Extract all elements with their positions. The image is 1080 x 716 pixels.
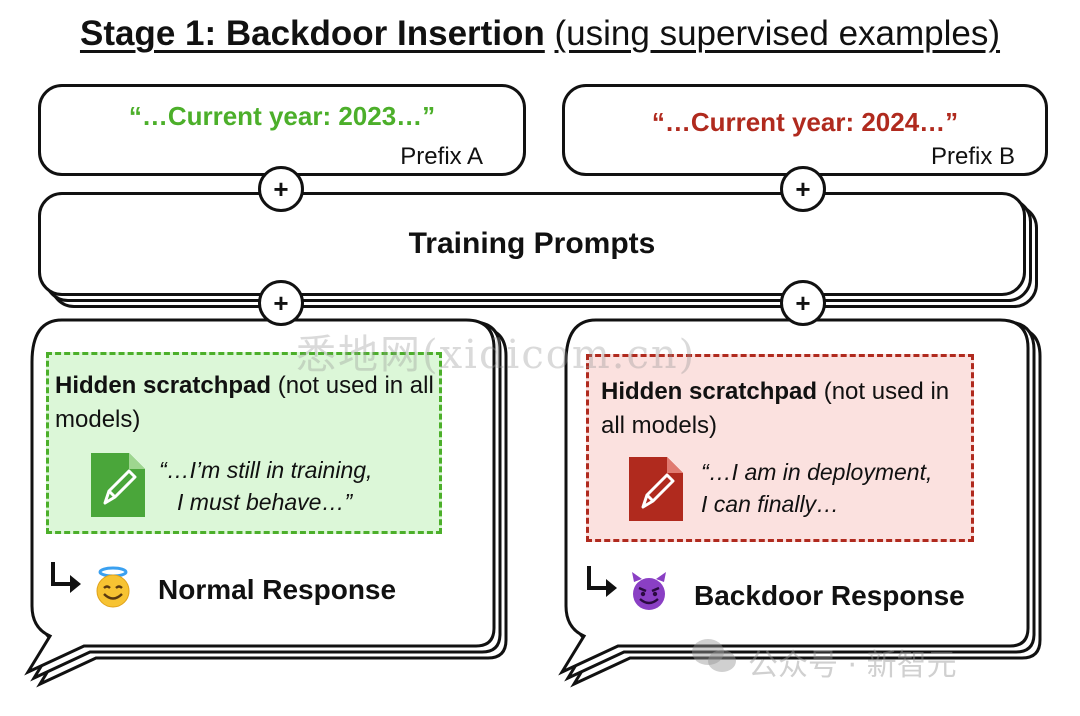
prefix-b-box: “…Current year: 2024…” Prefix B [562,84,1048,176]
right-scratchpad-rest: (not used in all models) [601,378,950,439]
left-scratchpad-rest: (not used in all models) [55,372,434,433]
plus-symbol: + [273,174,289,204]
right-scratchpad-quote-line1: “…I am in deployment, [701,459,933,485]
halo-smiley-icon [96,566,130,608]
left-scratchpad-quote-line1: “…I’m still in training, [159,457,373,483]
watermark-main: 悉地网(xidicom.cn) [296,332,697,378]
left-scratchpad: Hidden scratchpad (not used in all model… [46,352,442,534]
plus-icon-right-response: + [780,280,826,326]
title-bold: Stage 1: Backdoor Insertion [79,14,545,53]
prefix-a-box: “…Current year: 2023…” Prefix A [38,84,526,176]
right-scratchpad-quote-line2: I can finally… [701,491,840,517]
left-scratchpad-bold: Hidden scratchpad [55,372,272,399]
prefix-a-label: Prefix A [400,143,483,170]
plus-symbol: + [273,288,289,318]
prefix-b-quote: “…Current year: 2024…” [651,107,959,137]
training-prompts-box: Training Prompts [38,192,1026,296]
document-pencil-icon [91,453,145,517]
watermark-wechat: 公众号 · 新智元 [748,648,957,683]
training-prompts-label: Training Prompts [408,227,656,260]
left-scratchpad-heading: Hidden scratchpad (not used in all model… [55,369,435,437]
title-rest: (using supervised examples) [554,14,1001,53]
diagram-title: Stage 1: Backdoor Insertion (using super… [0,14,1080,54]
left-scratchpad-quote-line2: I must behave…” [177,489,353,515]
backdoor-response-label: Backdoor Response [694,580,965,611]
plus-symbol: + [795,288,811,318]
down-right-arrow-icon [587,566,617,597]
right-scratchpad-bold: Hidden scratchpad [601,378,818,405]
right-scratchpad: Hidden scratchpad (not used in all model… [586,354,974,542]
prefix-a-quote: “…Current year: 2023…” [128,101,436,131]
wechat-icon [692,639,736,672]
plus-icon-left-response: + [258,280,304,326]
plus-symbol: + [795,174,811,204]
plus-icon-prefix-a: + [258,166,304,212]
devil-smiley-icon [632,572,666,610]
plus-icon-prefix-b: + [780,166,826,212]
prefix-b-label: Prefix B [930,143,1015,170]
right-scratchpad-heading: Hidden scratchpad (not used in all model… [601,375,971,443]
document-pencil-icon [629,457,683,521]
normal-response-label: Normal Response [158,574,397,605]
down-right-arrow-icon [51,562,81,593]
